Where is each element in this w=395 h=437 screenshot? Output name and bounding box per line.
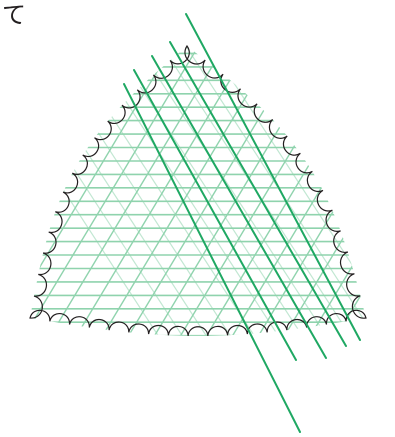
diagonal-thread — [0, 0, 148, 400]
diagonal-thread — [12, 0, 252, 400]
diagonal-thread — [0, 0, 122, 400]
diagonal-thread-back — [0, 0, 200, 400]
diagonal-thread — [0, 0, 70, 400]
diagonal-thread — [0, 0, 200, 400]
diagonal-thread — [0, 0, 226, 400]
diagonal-thread — [376, 0, 395, 400]
diagonal-thread — [246, 0, 395, 400]
diagonal-thread-back — [372, 0, 395, 400]
diagonal-thread — [220, 0, 395, 400]
diagonal-thread — [0, 0, 174, 400]
diagonal-thread-back — [84, 0, 344, 400]
diagonal-thread — [298, 0, 395, 400]
diagonal-thread-back — [348, 0, 395, 400]
diagonal-thread — [350, 0, 395, 400]
diagonal-thread — [64, 0, 304, 400]
diagonal-thread — [0, 0, 96, 400]
diagonal-thread — [272, 0, 395, 400]
diagonal-thread-back — [12, 0, 272, 400]
diagonal-thread — [38, 0, 278, 400]
diagonal-thread — [194, 0, 395, 400]
diagonal-thread-back — [36, 0, 296, 400]
diagonal-thread-back — [108, 0, 368, 400]
light-thread-grid — [0, 0, 395, 400]
diagonal-thread-back — [252, 0, 395, 400]
diagonal-thread-back — [204, 0, 395, 400]
diagonal-thread-back — [276, 0, 395, 400]
